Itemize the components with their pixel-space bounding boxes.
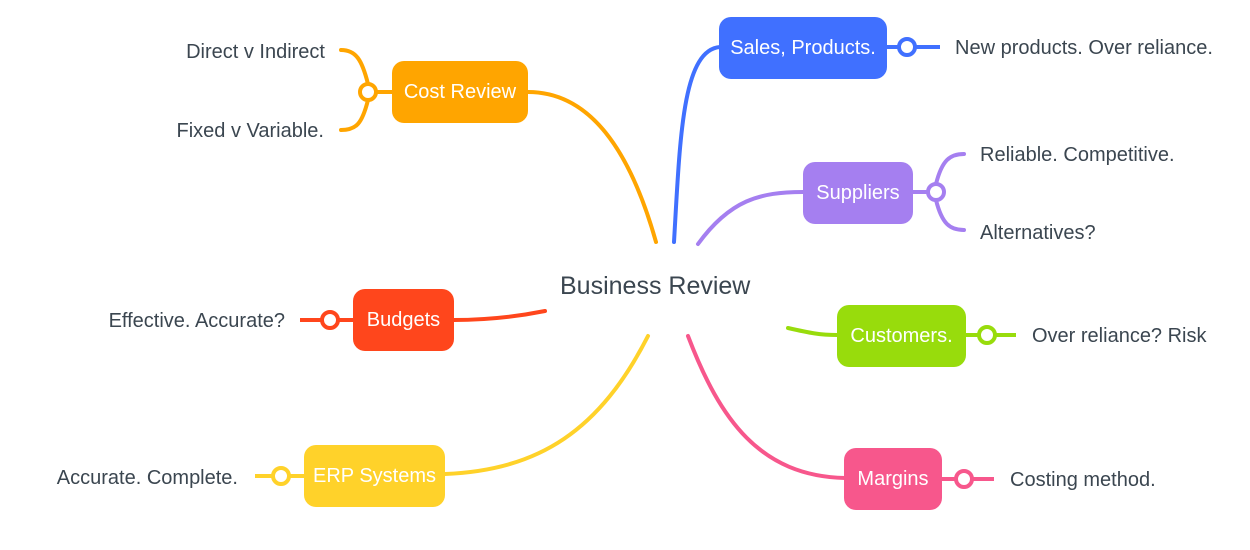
collapse-toggle-suppliers[interactable] xyxy=(926,182,946,202)
topic-erp-systems[interactable]: ERP Systems xyxy=(304,445,445,507)
leaf-fixed-v-variable[interactable]: Fixed v Variable. xyxy=(176,120,324,142)
branch-line-sales-products xyxy=(672,45,722,244)
leaf-accurate-complete[interactable]: Accurate. Complete. xyxy=(56,467,238,489)
collapse-toggle-customers[interactable] xyxy=(977,325,997,345)
leaf-direct-v-indirect[interactable]: Direct v Indirect xyxy=(186,41,325,63)
leaf-over-reliance-risk[interactable]: Over reliance? Risk xyxy=(1032,325,1207,347)
topic-cost-review[interactable]: Cost Review xyxy=(392,61,528,123)
topic-customers[interactable]: Customers. xyxy=(837,305,966,367)
leaf-costing-method[interactable]: Costing method. xyxy=(1010,469,1156,491)
branch-line-customers xyxy=(786,326,839,337)
leaf-new-products[interactable]: New products. Over reliance. xyxy=(955,37,1213,59)
topic-suppliers[interactable]: Suppliers xyxy=(803,162,913,224)
branch-line-budgets xyxy=(452,309,547,322)
collapse-toggle-erp-systems[interactable] xyxy=(271,466,291,486)
central-topic[interactable]: Business Review xyxy=(560,272,751,300)
leaf-effective-accurate[interactable]: Effective. Accurate? xyxy=(108,310,285,332)
topic-sales-products[interactable]: Sales, Products. xyxy=(719,17,887,79)
collapse-toggle-margins[interactable] xyxy=(954,469,974,489)
branch-line-erp-systems xyxy=(443,334,650,476)
leaf-alternatives[interactable]: Alternatives? xyxy=(980,222,1096,244)
collapse-toggle-budgets[interactable] xyxy=(320,310,340,330)
branch-line-margins xyxy=(686,334,847,480)
branch-line-cost-review xyxy=(526,90,658,244)
collapse-toggle-sales-products[interactable] xyxy=(897,37,917,57)
leaf-line-suppliers-1 xyxy=(934,152,966,186)
leaf-line-suppliers-2 xyxy=(934,198,966,232)
leaf-line-cost-review-2 xyxy=(339,98,370,132)
leaf-reliable-competitive[interactable]: Reliable. Competitive. xyxy=(980,144,1175,166)
branch-line-suppliers xyxy=(696,190,805,246)
leaf-line-cost-review-1 xyxy=(339,48,370,86)
topic-budgets[interactable]: Budgets xyxy=(353,289,454,351)
topic-margins[interactable]: Margins xyxy=(844,448,942,510)
collapse-toggle-cost-review[interactable] xyxy=(358,82,378,102)
